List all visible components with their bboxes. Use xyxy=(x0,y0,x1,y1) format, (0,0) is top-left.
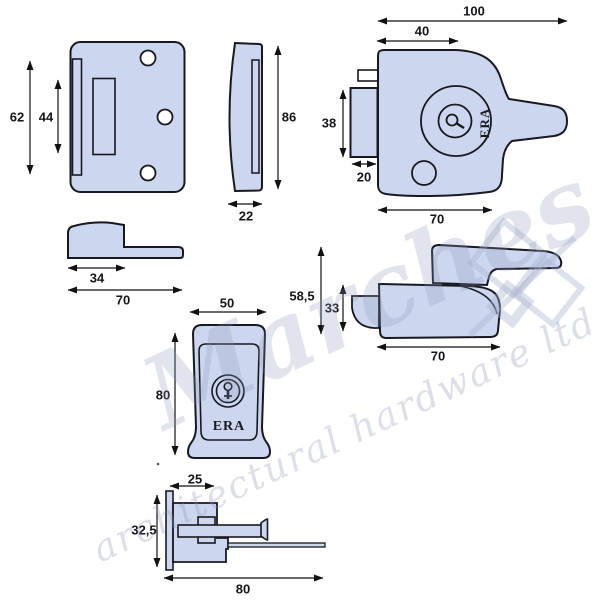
dim-label-profile-length: 70 xyxy=(115,292,131,308)
dim-label-profile-step: 34 xyxy=(89,270,105,286)
dim-label-side-total: 58,5 xyxy=(289,288,315,304)
era-logo-front-view: ERA xyxy=(212,419,246,434)
cylinder-front-view xyxy=(186,324,272,459)
dim-label-cyl-height: 80 xyxy=(155,387,171,403)
keep-plate-side-dimensions xyxy=(227,45,282,208)
dim-label-lock-total: 100 xyxy=(463,3,485,19)
cylinder-section-dimensions xyxy=(153,482,324,582)
dim-label-side-case: 33 xyxy=(324,300,340,316)
keep-profile-view xyxy=(67,221,184,259)
dim-label-section-height: 32,5 xyxy=(131,522,157,538)
dim-label-lock-case: 38 xyxy=(321,115,337,131)
ink-speck xyxy=(156,462,160,466)
dim-label-cyl-width: 50 xyxy=(219,295,235,311)
dim-label-side-width: 70 xyxy=(430,348,446,364)
dim-label-keep-height: 62 xyxy=(9,109,25,125)
keep-plate-front-view xyxy=(69,41,186,193)
keep-plate-front-dimensions xyxy=(26,60,62,175)
dim-label-keepside-height: 86 xyxy=(281,109,297,125)
keep-plate-side-view xyxy=(228,41,263,193)
lock-side-view xyxy=(351,243,563,340)
dim-label-keepside-depth: 22 xyxy=(238,208,254,224)
dim-label-lock-bolt: 20 xyxy=(356,169,372,185)
era-logo-top-view: ERA xyxy=(477,107,492,139)
cylinder-section-view xyxy=(165,490,326,571)
lock-body-top-dimensions xyxy=(339,17,568,214)
lock-side-dimensions xyxy=(317,246,501,351)
keep-profile-dimensions xyxy=(67,264,183,294)
dim-label-section-inner: 25 xyxy=(187,471,203,487)
lock-body-top-view xyxy=(349,49,569,198)
dim-label-keep-slot: 44 xyxy=(38,109,54,125)
dim-label-section-length: 80 xyxy=(235,581,251,597)
cylinder-front-dimensions xyxy=(171,308,267,456)
dim-label-lock-backset: 40 xyxy=(414,23,430,39)
dim-label-lock-width: 70 xyxy=(429,211,445,227)
watermark-logo xyxy=(467,217,586,338)
